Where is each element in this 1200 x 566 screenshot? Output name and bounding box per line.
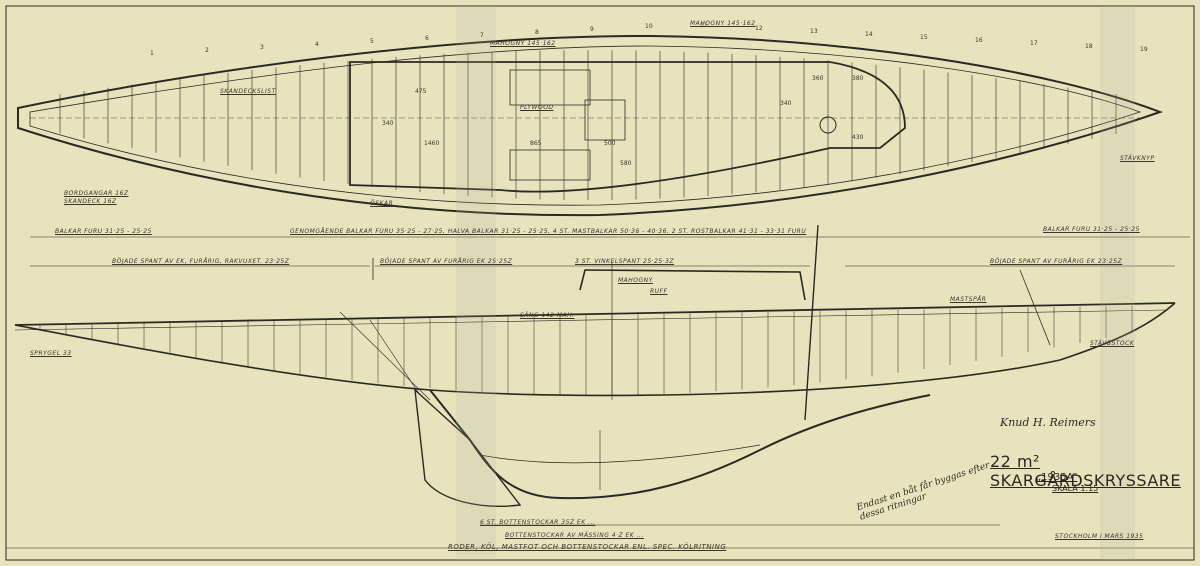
station-number: 19: [1140, 46, 1148, 53]
beam-note-right: BALKAR FURU 31·25 - 25·25: [1043, 226, 1140, 233]
station-number: 17: [1030, 40, 1038, 47]
station-number: 7: [480, 32, 484, 39]
beam-note-left: BALKAR FURU 31·25 - 25·25: [55, 228, 152, 235]
frames: [39, 305, 1133, 395]
drawing-title: 22 m² SKARGÅRDSKRYSSARE: [990, 452, 1182, 490]
profile-label: SPRYGEL 33: [30, 350, 72, 357]
dimension: 1460: [424, 140, 440, 147]
station-number: 11: [700, 22, 708, 29]
station-number: 5: [370, 38, 374, 45]
design-name: „1935A”: [1036, 472, 1078, 483]
plan-label: SKANDECK 16Z: [64, 198, 117, 205]
sheer-line: [14, 302, 1176, 326]
profile-label: RUFF: [650, 288, 668, 295]
place-date: STOCKHOLM i MARS 1935: [1055, 533, 1144, 540]
cockpit-outline: [349, 61, 906, 193]
plan-label: MAHOGNY 145·162: [490, 40, 556, 47]
profile-label: SÄNG 142 MAH.: [520, 312, 575, 319]
dimension: 380: [852, 75, 864, 82]
cabin-roof: [579, 269, 806, 301]
rudder: [414, 388, 522, 507]
dimension: 430: [852, 134, 864, 141]
station-number: 9: [590, 26, 594, 33]
forestay: [1019, 269, 1051, 346]
station-number: 8: [535, 29, 539, 36]
station-number: 18: [1085, 43, 1093, 50]
sheet-border: [5, 5, 1195, 561]
bench-port: [509, 69, 591, 106]
frame-note-center: BÖJADE SPANT AV FURÅRIG EK 25·25Z: [380, 258, 513, 265]
dimension: 340: [382, 120, 394, 127]
profile-label: MAHOGNY: [618, 277, 653, 284]
station-number: 2: [205, 47, 209, 54]
bottom-note: 6 ST. BOTTENSTOCKAR 35Z EK ...: [480, 519, 596, 526]
station-number: 15: [920, 34, 928, 41]
bottom-note: RODER, KÖL, MASTFOT OCH BOTTENSTOCKAR EN…: [448, 543, 727, 551]
dimension: 580: [620, 160, 632, 167]
locker: [584, 99, 626, 141]
profile-deck: [14, 309, 1166, 331]
plan-label: BORDGANGAR 16Z: [64, 190, 129, 197]
station-number: 4: [315, 41, 319, 48]
station-number: 1: [150, 50, 154, 57]
waterline-hull-bottom: [14, 302, 1176, 397]
profile-label: MASTSPÅR: [950, 296, 987, 303]
station-number: 16: [975, 37, 983, 44]
plan-label: SKANDECKSLIST: [220, 88, 276, 95]
station-number: 12: [755, 25, 763, 32]
mast: [804, 224, 819, 421]
dimension: 360: [812, 75, 824, 82]
bench-stbd: [509, 149, 591, 181]
frame-note-right: BÖJADE SPANT AV FURÅRIG EK 23·25Z: [990, 258, 1123, 265]
frame-note-left: BÖJADE SPANT AV EK, FURÅRIG, RAKVUXET. 2…: [112, 258, 290, 265]
station-number: 13: [810, 28, 818, 35]
plan-label: MAHOGNY 145·162: [690, 20, 756, 27]
beam-note-center: GENOMGÅENDE BALKAR FURU 35·25 - 27·25, H…: [290, 228, 807, 235]
profile-label: STÄVBSTOCK: [1090, 340, 1135, 347]
dimension: 865: [530, 140, 542, 147]
plan-label: STÄVKNYP: [1120, 155, 1155, 162]
dimension: 340: [780, 100, 792, 107]
dimension: 500: [604, 140, 616, 147]
station-number: 14: [865, 31, 873, 38]
ballast-keel: [479, 444, 761, 464]
frame-note-center2: 3 ST. VINKELSPANT 25·25·3Z: [575, 258, 675, 265]
fin-keel: [429, 389, 931, 500]
station-number: 3: [260, 44, 264, 51]
deck-beams: [59, 50, 1117, 200]
drawing-scale: SKALA 1:15: [1052, 484, 1099, 493]
plan-hull-outline: [17, 34, 1163, 217]
signature: Knud H. Reimers: [1000, 416, 1096, 429]
plan-label: PLYWOOD: [520, 104, 554, 111]
dimension: 475: [415, 88, 427, 95]
plan-deck-edge: [29, 45, 1142, 206]
bottom-note: BOTTENSTOCKAR AV MÄSSING 4·Z EK ...: [505, 532, 644, 539]
station-number: 10: [645, 23, 653, 30]
station-number: 6: [425, 35, 429, 42]
plan-label: ÖSKAR: [370, 200, 394, 207]
